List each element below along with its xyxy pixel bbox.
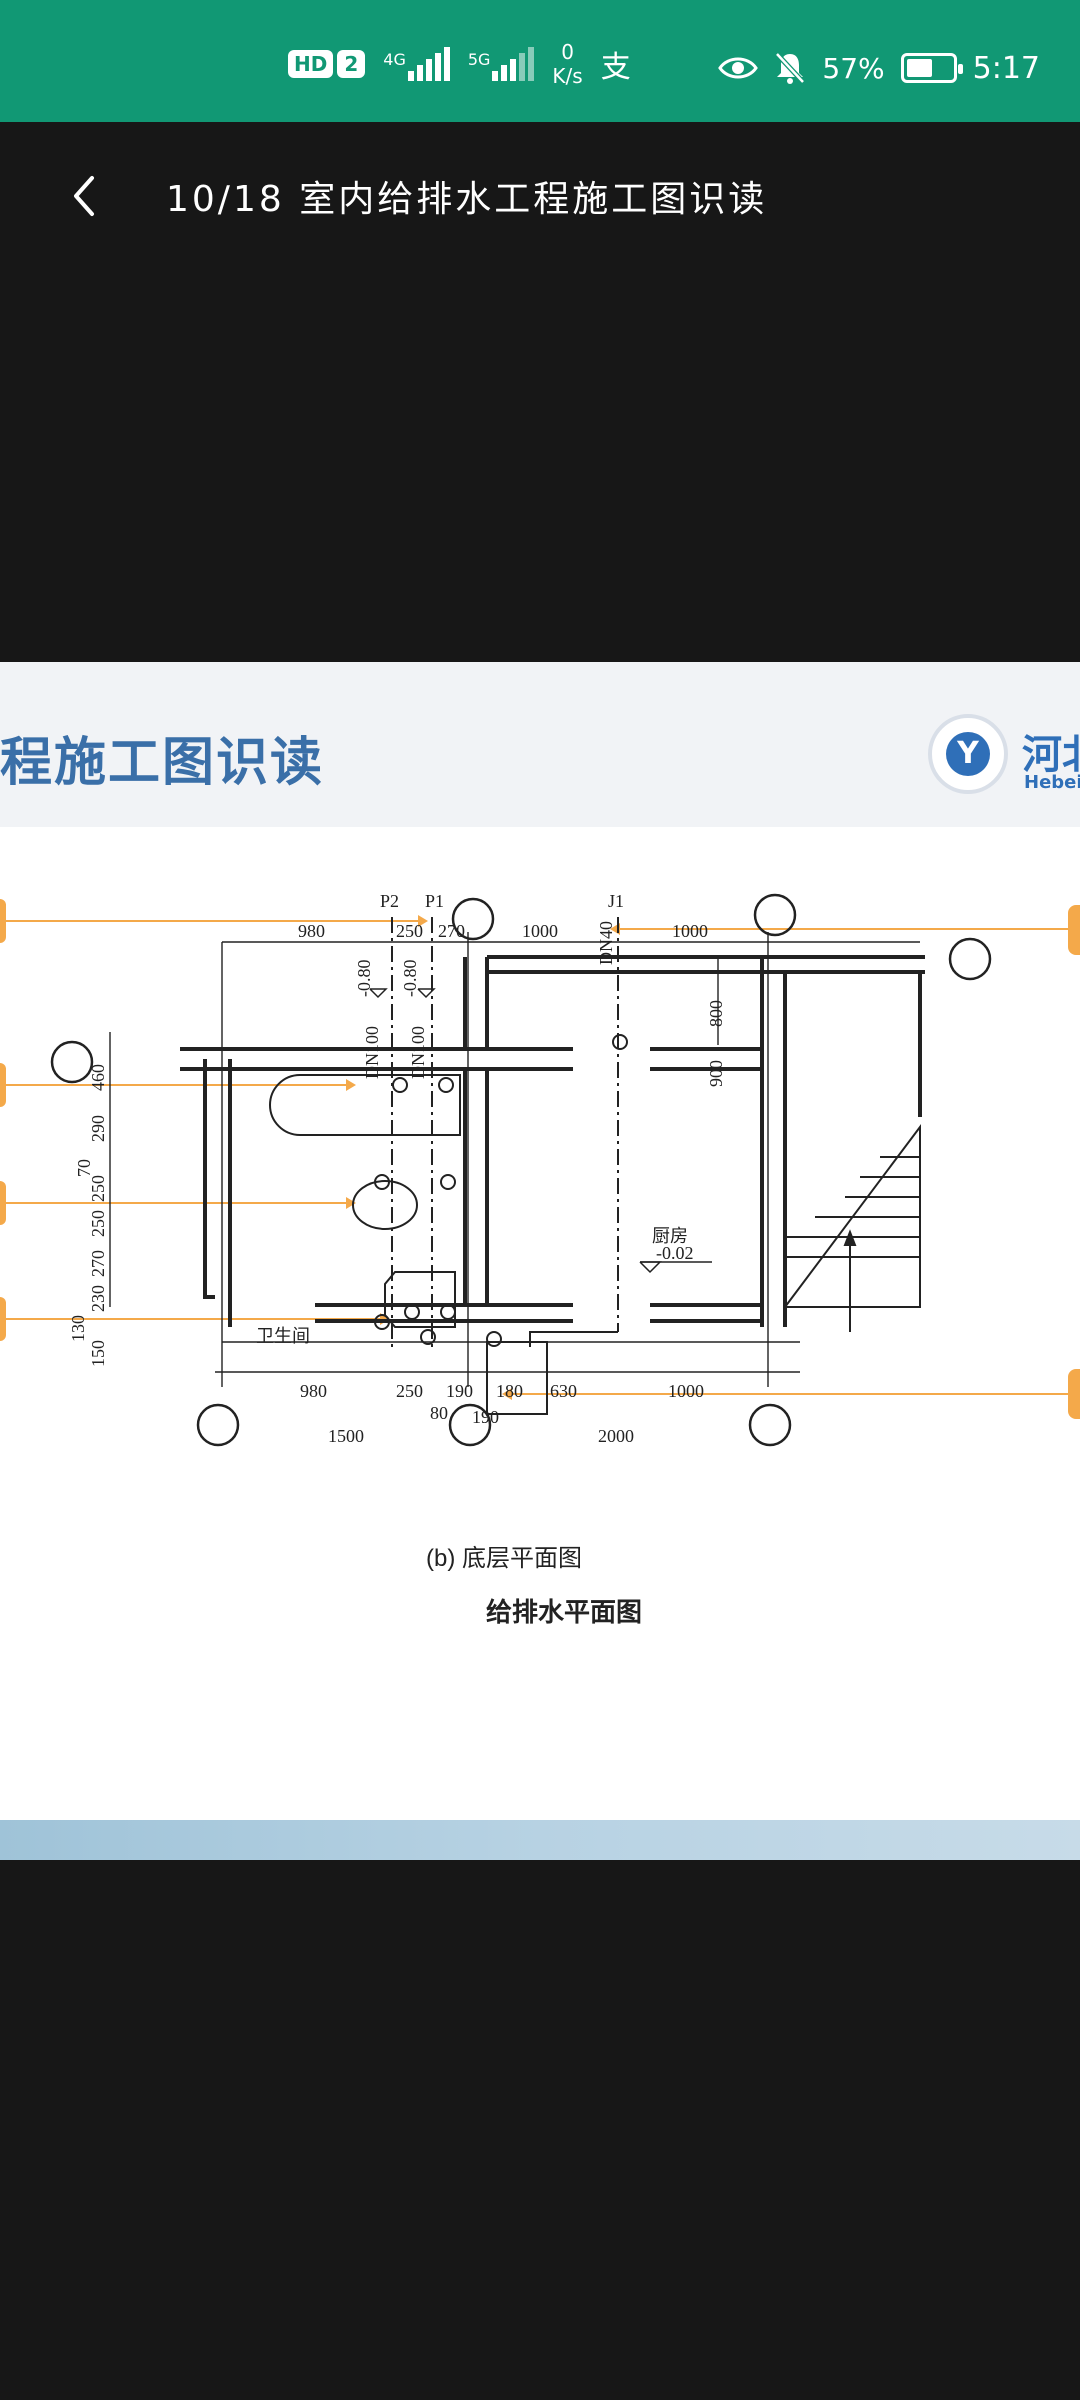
slide-footer-bar [0,1820,1080,1860]
right-dim-2: 900 [706,1060,726,1087]
pipes [391,917,619,1347]
logo-sub: Hebei [1024,772,1080,793]
plan-subtitle: 给排水平面图 [486,1597,642,1627]
bottom-dim-3: 190 [446,1381,473,1401]
battery-percent: 57% [822,51,885,85]
speed-unit: K/s [552,64,583,88]
back-button[interactable] [56,166,116,226]
sig2-label: 5G [467,50,491,69]
floor-plan-drawing: P2 P1 J1 DN100 DN100 DN40 -0.80 -0.80 98… [0,891,1080,1627]
pipe-label-p1: P1 [425,891,444,911]
hd-badge: HD [288,50,334,78]
axis-circles [50,893,992,1447]
room-kitchen: 厨房 [652,1226,688,1246]
bottom-dim-1: 980 [300,1381,327,1401]
left-dim-9: 150 [88,1340,108,1367]
status-left: HD 2 4G 5G 0 K/s 支 [288,40,631,88]
room-bath: 卫生间 [256,1326,310,1346]
pipe-label-p2: P2 [380,891,399,911]
battery-icon [900,53,963,83]
bottom-dim-5: 630 [550,1381,577,1401]
right-dim-1: 800 [706,1000,726,1027]
floor-elev: -0.02 [656,1243,694,1263]
eye-icon [718,57,759,79]
elev-p1: -0.80 [400,960,420,998]
alipay-notif-icon: 支 [600,50,631,85]
stair [784,1124,921,1332]
sig1-label: 4G [383,50,406,69]
bottom-dim-2: 250 [396,1381,423,1401]
signal-icon-5g [492,47,535,81]
network-speed: 0 K/s [552,40,582,88]
top-dim-1: 980 [298,921,325,941]
slide-header: 程施工图识读 Y 河北 Hebei [0,662,1080,827]
pipe-label-j1: J1 [608,891,624,911]
left-dim-8: 130 [68,1315,88,1342]
callout-markers [0,899,1080,1419]
plan-caption: (b) 底层平面图 [426,1545,582,1572]
bottom-dim-4: 180 [496,1381,523,1401]
left-dim-3: 70 [74,1159,94,1177]
dn-p1: DN100 [408,1026,428,1079]
fixtures [269,1034,628,1415]
top-dim-5: 1000 [672,921,708,941]
total-dim-2: 2000 [598,1426,634,1446]
chevron-left-icon [74,176,94,216]
left-dim-2: 290 [88,1115,108,1142]
mute-bell-icon [775,52,806,84]
app-bar: 10/18 室内给排水工程施工图识读 [0,122,1080,272]
slide-image[interactable]: 程施工图识读 Y 河北 Hebei [0,662,1080,1860]
bottom-dim2-2: 190 [472,1407,499,1427]
elev-p2: -0.80 [354,960,374,998]
walls [180,955,925,1327]
left-dim-4: 250 [88,1175,108,1202]
left-dim-5: 250 [88,1210,108,1237]
dn-p2: DN100 [362,1026,382,1079]
clock: 5:17 [972,50,1040,86]
page-title: 10/18 室内给排水工程施工图识读 [166,179,768,220]
left-dim-1: 460 [88,1064,108,1091]
top-dim-2: 250 [396,921,423,941]
left-dim-6: 270 [88,1250,108,1277]
bottom-dim2-1: 80 [430,1403,448,1423]
school-logo-icon: Y [928,714,1008,794]
slide-title: 程施工图识读 [0,733,325,793]
logo-text: 河北 [1022,732,1080,778]
bottom-dim-6: 1000 [668,1381,704,1401]
status-bar: HD 2 4G 5G 0 K/s 支 57% 5:17 [0,0,1080,122]
dn-j1: DN40 [596,921,616,965]
top-dim-4: 1000 [522,921,558,941]
top-dim-3: 270 [438,921,465,941]
left-dim-7: 230 [88,1285,108,1312]
status-right: 57% 5:17 [718,48,1040,88]
total-dim-1: 1500 [328,1426,364,1446]
sim-badge: 2 [337,50,366,78]
elevation-markers [369,988,712,1274]
speed-value: 0 [561,40,574,64]
signal-icon [407,47,450,81]
